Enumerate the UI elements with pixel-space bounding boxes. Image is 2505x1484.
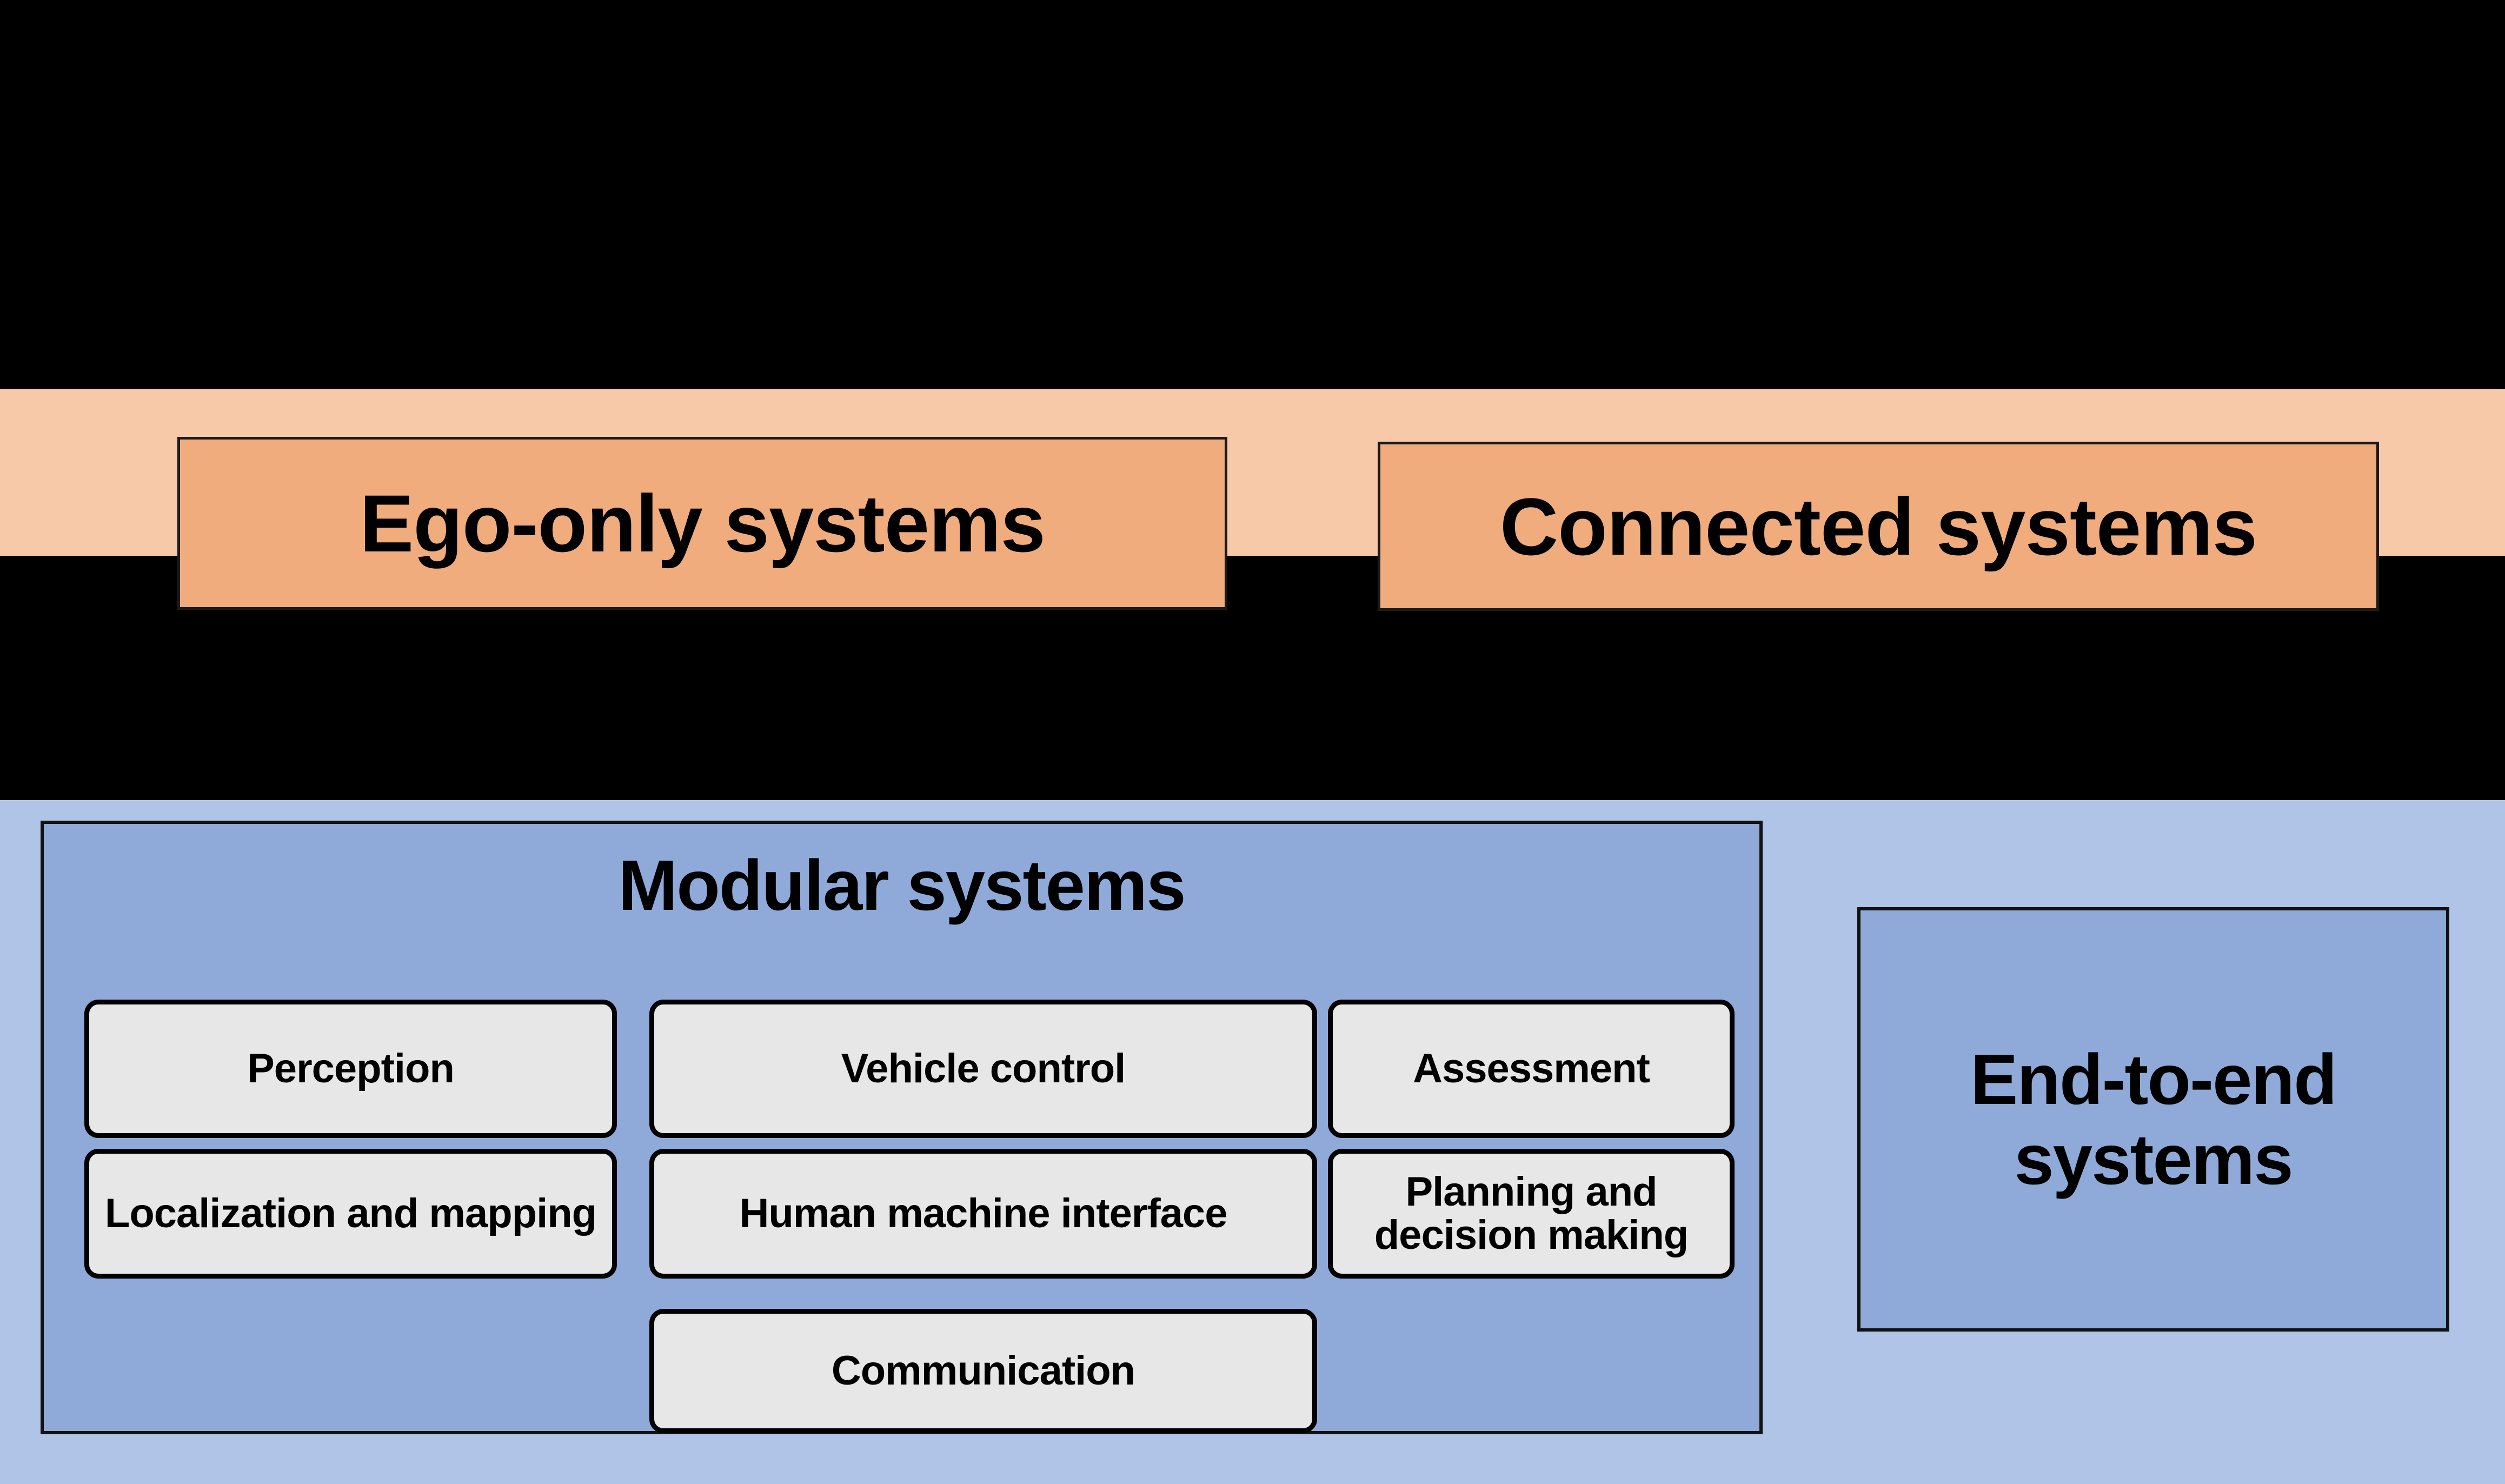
panel-end-to-end-systems[interactable]: End-to-end systems bbox=[1857, 907, 2449, 1332]
module-box-vehicle-control[interactable]: Vehicle control bbox=[649, 1000, 1317, 1138]
module-box-assessment[interactable]: Assessment bbox=[1328, 1000, 1735, 1138]
module-box-perception[interactable]: Perception bbox=[84, 1000, 617, 1138]
panel-modular-systems[interactable]: Modular systems Perception Vehicle contr… bbox=[41, 821, 1763, 1434]
module-box-localization-and-mapping[interactable]: Localization and mapping bbox=[84, 1149, 617, 1279]
module-box-human-machine-interface[interactable]: Human machine interface bbox=[649, 1149, 1317, 1279]
category-box-ego-only[interactable]: Ego-only systems bbox=[177, 437, 1227, 610]
module-box-planning-and-decision-making[interactable]: Planning and decision making bbox=[1328, 1149, 1735, 1279]
module-box-communication[interactable]: Communication bbox=[649, 1309, 1317, 1433]
category-box-connected[interactable]: Connected systems bbox=[1378, 442, 2379, 611]
panel-title-modular-systems: Modular systems bbox=[618, 846, 1186, 925]
